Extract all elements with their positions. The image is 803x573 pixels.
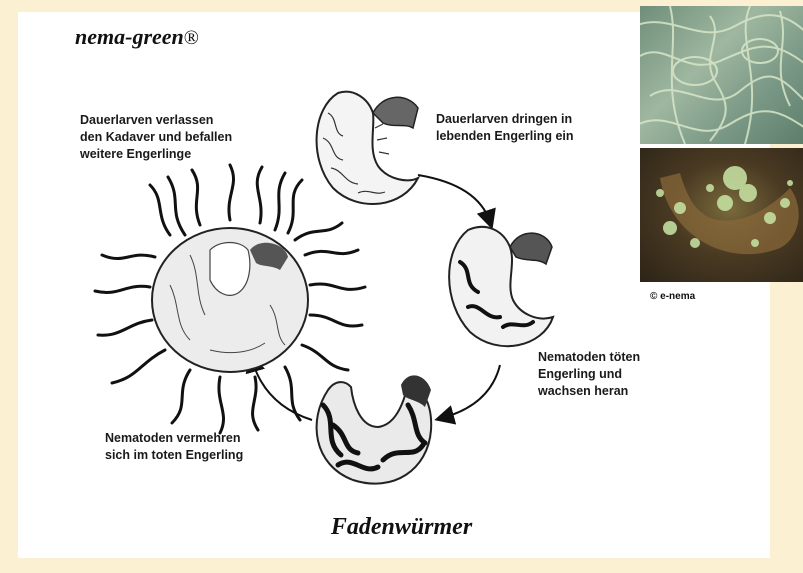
label-kill-grub: Nematoden töten Engerling und wachsen he… [538, 349, 640, 400]
label-leave-cadaver: Dauerlarven verlassen den Kadaver und be… [80, 112, 232, 163]
arrow-penetrate-to-kill [418, 175, 490, 222]
grub-healthy-icon [317, 92, 418, 204]
cadaver-with-nematodes-icon [95, 165, 365, 433]
label-penetrate-grub: Dauerlarven dringen in lebenden Engerlin… [436, 111, 574, 145]
label-multiply: Nematoden vermehren sich im toten Engerl… [105, 430, 243, 464]
caption: Fadenwürmer [0, 514, 803, 541]
arrow-kill-to-multiply [442, 365, 500, 418]
grub-dead-icon [317, 375, 432, 483]
grub-infected-icon [449, 227, 553, 346]
arrow-multiply-to-leave [252, 360, 312, 420]
